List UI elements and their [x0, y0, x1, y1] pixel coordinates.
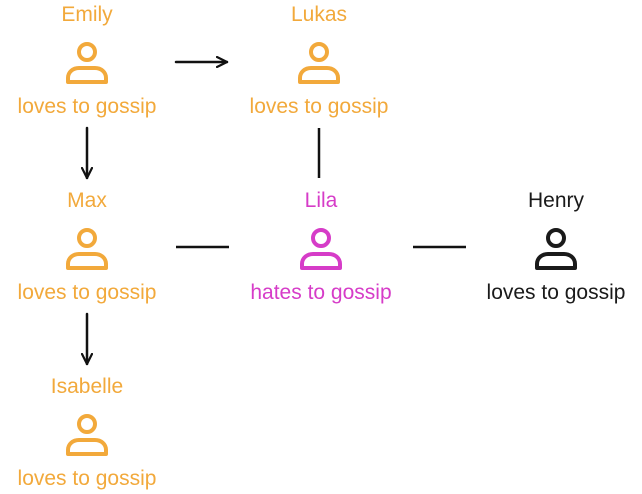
node-henry: Henry loves to gossip: [446, 188, 642, 306]
person-icon: [298, 42, 340, 84]
person-icon: [66, 42, 108, 84]
node-emily-name: Emily: [61, 3, 113, 26]
node-emily-status: loves to gossip: [17, 95, 157, 118]
node-lukas: Lukas loves to gossip: [209, 2, 429, 120]
person-icon: [535, 228, 577, 270]
node-isabelle: Isabelle loves to gossip: [0, 374, 197, 492]
node-lila-name: Lila: [304, 189, 338, 212]
node-lila: Lila hates to gossip: [211, 188, 431, 306]
node-lila-status: hates to gossip: [250, 281, 392, 304]
node-isabelle-status: loves to gossip: [17, 467, 157, 490]
node-emily: Emily loves to gossip: [0, 2, 197, 120]
node-max-status: loves to gossip: [17, 281, 157, 304]
node-henry-name: Henry: [527, 189, 585, 212]
node-max-name: Max: [67, 189, 107, 212]
node-lukas-status: loves to gossip: [249, 95, 389, 118]
person-icon: [66, 228, 108, 270]
person-icon: [300, 228, 342, 270]
node-max: Max loves to gossip: [0, 188, 197, 306]
node-lukas-name: Lukas: [290, 3, 348, 26]
node-henry-status: loves to gossip: [486, 281, 626, 304]
node-isabelle-name: Isabelle: [50, 375, 124, 398]
person-icon: [66, 414, 108, 456]
